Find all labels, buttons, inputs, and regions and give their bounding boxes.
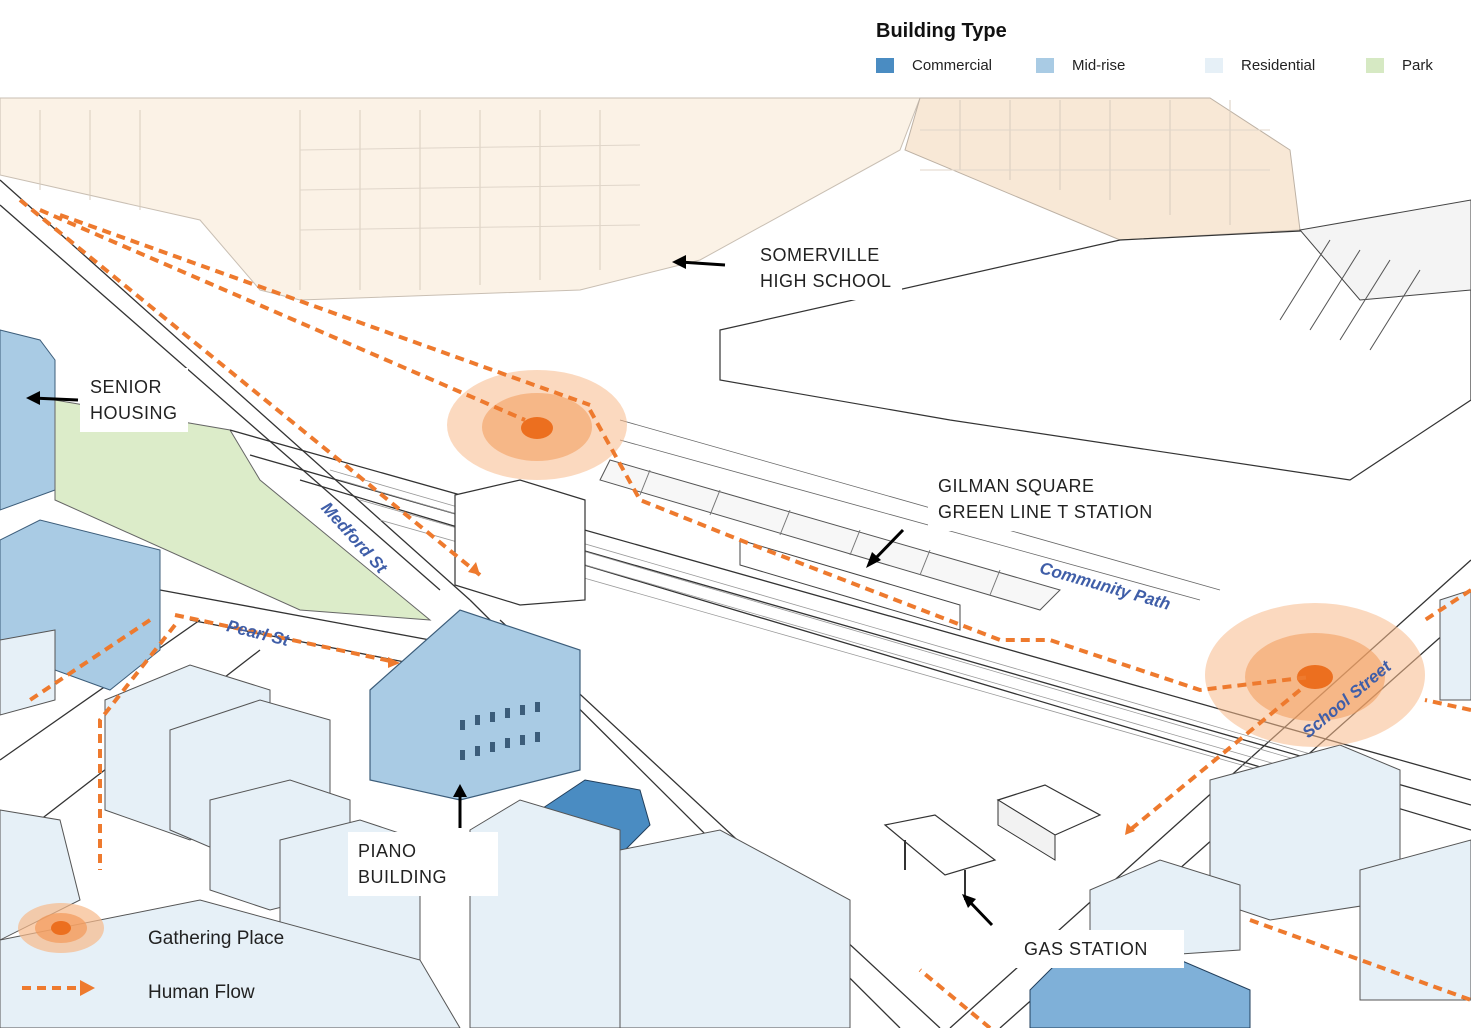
key-label-human-flow: Human Flow <box>148 982 255 1003</box>
callout-line: SOMERVILLE <box>760 245 880 265</box>
residential-blocks <box>0 589 1471 1028</box>
callout-senior-housing: SENIOR HOUSING <box>80 368 188 432</box>
callout-piano-building: PIANO BUILDING <box>348 832 498 896</box>
commercial-swatch <box>876 57 894 73</box>
gathering-place-station <box>447 370 627 480</box>
callout-line: GILMAN SQUARE <box>938 476 1095 496</box>
callout-line: HOUSING <box>90 403 178 423</box>
callout-line: GAS STATION <box>1024 939 1148 959</box>
legend-item-park: Park <box>1366 56 1433 74</box>
callout-somerville-high-school: SOMERVILLE HIGH SCHOOL <box>750 236 902 300</box>
legend-label: Mid-rise <box>1072 56 1126 74</box>
callout-gilman-square-station: GILMAN SQUARE GREEN LINE T STATION <box>928 467 1163 531</box>
callout-line: PIANO <box>358 841 417 861</box>
key-label-gathering-place: Gathering Place <box>148 928 285 949</box>
somerville-high-school-building <box>0 97 1301 301</box>
piano-building <box>369 609 581 801</box>
legend-item-residential: Residential <box>1205 56 1315 74</box>
human-flow-key-icon <box>22 980 95 996</box>
callout-line: BUILDING <box>358 867 448 887</box>
residential-swatch <box>1205 57 1223 73</box>
legend-item-commercial: Commercial <box>876 56 992 74</box>
mid-rise-swatch <box>1036 57 1054 73</box>
station-headhouse <box>454 479 586 606</box>
legend-label: Residential <box>1241 56 1316 74</box>
legend-label: Commercial <box>912 56 993 74</box>
senior-housing-building <box>0 329 56 511</box>
callout-line: SENIOR <box>90 377 163 397</box>
park-swatch <box>1366 57 1384 73</box>
gas-station <box>883 784 1102 900</box>
gathering-place-school-street <box>1205 603 1425 747</box>
parking-structure <box>719 229 1471 481</box>
legend-item-mid-rise: Mid-rise <box>1036 56 1125 74</box>
human-flow-paths <box>18 198 1471 1028</box>
callout-line: HIGH SCHOOL <box>760 271 892 291</box>
callout-gas-station: GAS STATION <box>1014 930 1184 968</box>
legend-title: Building Type <box>876 20 1007 42</box>
gathering-place-key-icon <box>18 903 104 953</box>
callout-line: GREEN LINE T STATION <box>938 502 1153 522</box>
legend-label: Park <box>1402 56 1433 74</box>
